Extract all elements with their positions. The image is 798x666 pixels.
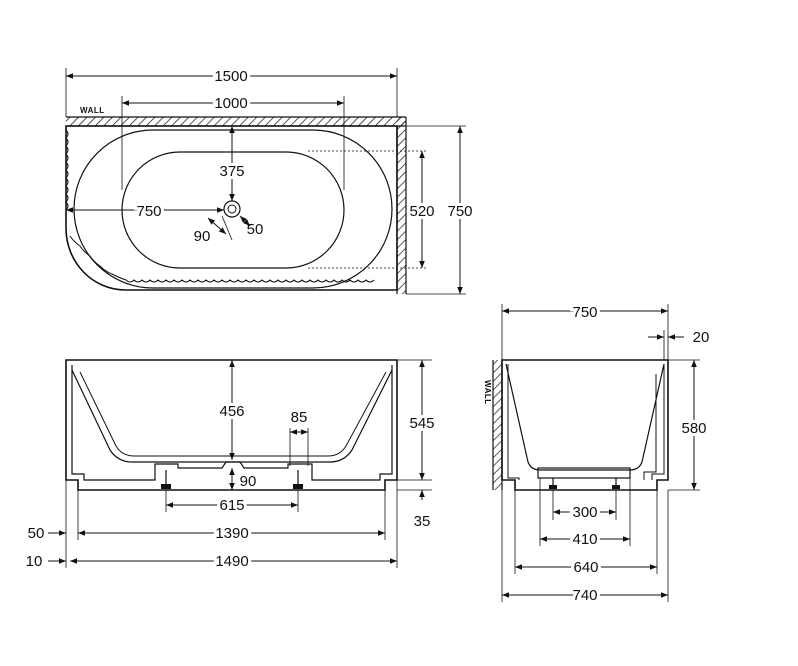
dim-waste-offset: 375 (219, 163, 244, 180)
dim-waste-drop: 90 (240, 473, 257, 490)
dim-overall-depth: 750 (447, 203, 472, 220)
dim-inner-width: 1000 (214, 95, 247, 112)
dim-waste-b: 50 (247, 221, 264, 238)
dim-base-width: 1390 (215, 525, 248, 542)
wall-label-top: WALL (80, 106, 105, 115)
tub-outer-outline (65, 125, 398, 291)
dim-base-inner: 640 (573, 559, 598, 576)
dim-foot-width: 85 (291, 409, 308, 426)
dim-skirt-offset: 10 (26, 553, 43, 570)
foot-right (293, 484, 303, 489)
dim-inner-depth: 520 (409, 203, 434, 220)
wall-hatch-top (66, 117, 406, 126)
dim-front-height: 545 (409, 415, 434, 432)
waste-outlet (223, 200, 241, 218)
side-frame (537, 467, 631, 479)
tub-scallop-left (65, 129, 69, 211)
foot-left (161, 484, 171, 489)
dim-side-top-width: 750 (572, 304, 597, 321)
dim-frame-inner: 300 (572, 504, 597, 521)
dim-side-rim: 20 (693, 329, 710, 346)
wall-hatch-side (493, 360, 502, 490)
dim-left-inset: 50 (28, 525, 45, 542)
dim-total-width: 1490 (215, 553, 248, 570)
dim-half-length: 750 (136, 203, 161, 220)
side-inner-shell (505, 363, 665, 471)
dim-side-height: 580 (681, 420, 706, 437)
dim-base-outer: 740 (572, 587, 597, 604)
wall-hatch-right (397, 117, 406, 294)
dim-feet-spacing: 615 (219, 497, 244, 514)
dim-waste-a: 90 (194, 228, 211, 245)
side-view: WALL 750 20 580 300 (483, 301, 710, 607)
dim-base-gap: 35 (414, 513, 431, 530)
front-view: 456 85 90 545 35 615 1390 50 14 (26, 359, 438, 573)
dim-frame-outer: 410 (572, 531, 597, 548)
top-view: WALL 1500 1000 375 750 (65, 65, 476, 295)
dim-overall-width: 1500 (214, 68, 247, 85)
wall-label-side: WALL (483, 380, 492, 405)
tub-scallop-bottom (69, 235, 375, 283)
front-basin-curve (71, 369, 393, 463)
dim-front-depth: 456 (219, 403, 244, 420)
